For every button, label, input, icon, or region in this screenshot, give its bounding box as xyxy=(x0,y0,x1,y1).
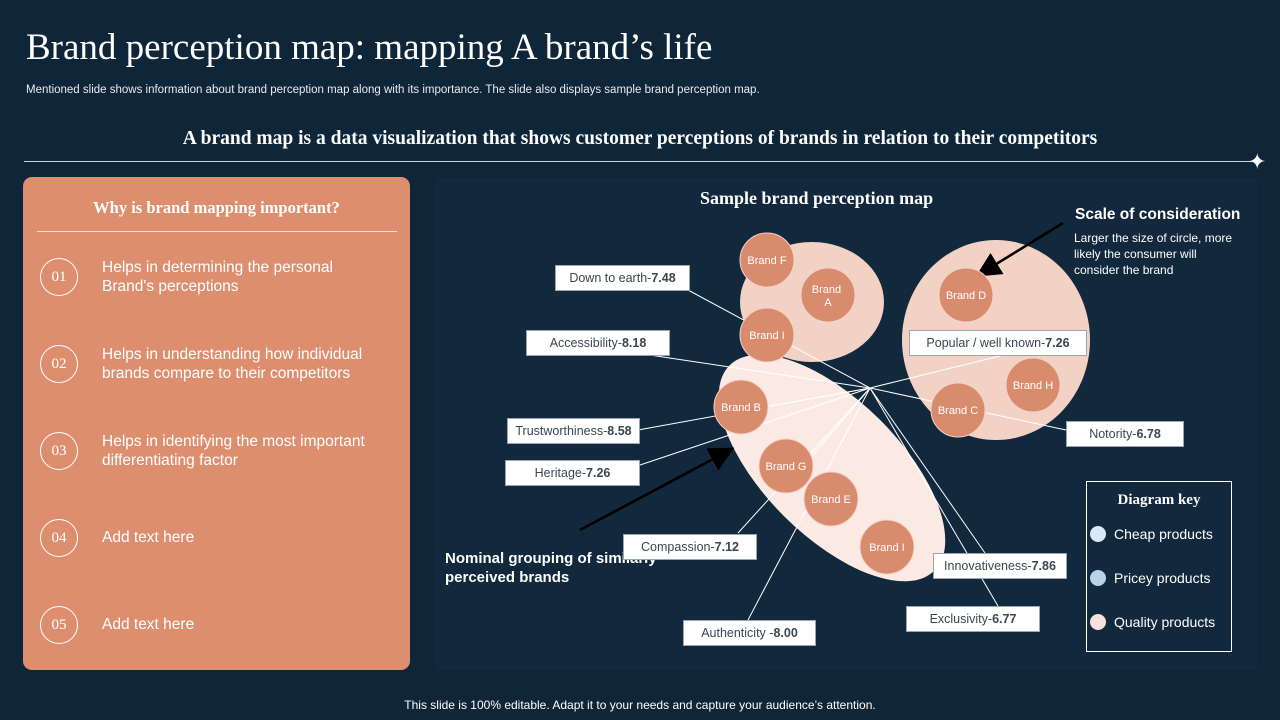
item-text: Add text here xyxy=(102,529,195,546)
attribute-label: Innovativeness- xyxy=(944,559,1032,573)
importance-panel: Why is brand mapping important? 01 Helps… xyxy=(23,177,410,670)
brand-c-circle xyxy=(930,382,986,438)
attribute-value: 7.12 xyxy=(714,540,739,554)
brand-g-label: Brand G xyxy=(766,461,807,473)
page-title: Brand perception map: mapping A brand’s … xyxy=(26,27,713,68)
attribute-value: 6.77 xyxy=(992,612,1017,626)
cheap-products-label: Cheap products xyxy=(1114,526,1213,542)
brand-a-label-line1: Brand xyxy=(812,284,841,296)
sparkle-icon: ✦ xyxy=(1248,149,1267,174)
item-number-badge: 01 xyxy=(40,258,78,296)
brand-a-label: Brand A xyxy=(812,284,844,309)
attribute-tag: Notority-6.78 xyxy=(1066,421,1184,447)
item-text: Helps in understanding how individual br… xyxy=(102,346,363,382)
attribute-tag: Popular / well known-7.26 xyxy=(909,330,1087,356)
attribute-value: 7.86 xyxy=(1031,559,1056,573)
attribute-value: 7.26 xyxy=(1045,336,1070,350)
item-text: Add text here xyxy=(102,616,195,633)
headline: A brand map is a data visualization that… xyxy=(182,128,1098,149)
brand-f-circle xyxy=(739,232,795,288)
attribute-tag: Down to earth-7.48 xyxy=(555,265,690,291)
attribute-label: Popular / well known- xyxy=(926,336,1046,350)
attribute-value: 7.26 xyxy=(586,466,611,480)
brand-f-label: Brand F xyxy=(747,255,786,267)
headline-divider xyxy=(24,161,1252,162)
attribute-tag: Trustworthiness-8.58 xyxy=(507,418,640,444)
importance-panel-divider xyxy=(37,231,397,232)
importance-panel-title: Why is brand mapping important? xyxy=(93,198,340,217)
diagram-key-title: Diagram key xyxy=(1117,492,1201,508)
item-text: Helps in determining the personal Brand'… xyxy=(102,259,333,295)
brand-d-circle xyxy=(938,267,994,323)
attribute-label: Authenticity - xyxy=(701,626,774,640)
attribute-label: Accessibility- xyxy=(549,336,622,350)
brand-a-label-line2: A xyxy=(824,297,832,309)
attribute-tag: Exclusivity-6.77 xyxy=(906,606,1040,632)
attribute-tag: Heritage-7.26 xyxy=(505,460,640,486)
item-text: Helps in identifying the most important … xyxy=(102,433,365,469)
diagram-key: Diagram key Cheap products Pricey produc… xyxy=(1086,481,1232,652)
brand-d-label: Brand D xyxy=(946,290,986,302)
attribute-label: Down to earth- xyxy=(569,271,652,285)
attribute-value: 8.18 xyxy=(621,336,647,350)
attribute-label: Notority- xyxy=(1089,427,1137,441)
attribute-tag: Authenticity -8.00 xyxy=(683,620,816,646)
quality-products-swatch xyxy=(1090,614,1106,630)
attribute-tag: Compassion-7.12 xyxy=(623,534,757,560)
brand-h-label: Brand H xyxy=(1013,380,1053,392)
brand-i-bottom-circle xyxy=(859,519,915,575)
cheap-products-swatch xyxy=(1090,526,1106,542)
attribute-tag: Innovativeness-7.86 xyxy=(933,553,1067,579)
footer-note: This slide is 100% editable. Adapt it to… xyxy=(404,698,876,712)
attribute-tag: Accessibility-8.18 xyxy=(526,330,670,356)
brand-b-label: Brand B xyxy=(721,402,761,414)
nominal-arrow xyxy=(579,447,735,532)
brand-i-top-label: Brand I xyxy=(749,330,784,342)
attribute-label: Exclusivity- xyxy=(929,612,993,626)
pricey-products-swatch xyxy=(1090,570,1106,586)
scale-title: Scale of consideration xyxy=(1075,206,1241,223)
scale-description: Larger the size of circle, more likely t… xyxy=(1074,231,1233,277)
brand-i-top-circle xyxy=(739,307,795,363)
item-number-badge: 02 xyxy=(40,345,78,383)
pricey-products-label: Pricey products xyxy=(1114,570,1211,586)
scale-arrow xyxy=(975,221,1064,277)
map-title: Sample brand perception map xyxy=(700,188,934,208)
item-number-badge: 04 xyxy=(40,519,78,557)
item-number-badge: 05 xyxy=(40,606,78,644)
attribute-value: 8.00 xyxy=(773,626,798,640)
attribute-label: Trustworthiness- xyxy=(515,424,608,438)
brand-a-circle xyxy=(800,267,856,323)
brand-e-circle xyxy=(803,471,859,527)
attribute-value: 6.78 xyxy=(1136,427,1161,441)
quality-products-label: Quality products xyxy=(1114,614,1216,630)
brand-e-label: Brand E xyxy=(811,494,851,506)
page-subtitle: Mentioned slide shows information about … xyxy=(26,84,760,96)
attribute-value: 8.58 xyxy=(607,424,632,438)
brand-g-circle xyxy=(758,438,814,494)
brand-b-circle xyxy=(713,379,769,435)
brand-i-bottom-label: Brand I xyxy=(869,542,904,554)
brand-c-label: Brand C xyxy=(938,405,978,417)
attribute-label: Compassion- xyxy=(641,540,715,554)
attribute-value: 7.48 xyxy=(651,271,676,285)
brand-h-circle xyxy=(1005,357,1061,413)
attribute-label: Heritage- xyxy=(534,466,587,480)
item-number-badge: 03 xyxy=(40,432,78,470)
nominal-grouping-note: Nominal grouping of similarly perceived … xyxy=(445,550,657,586)
